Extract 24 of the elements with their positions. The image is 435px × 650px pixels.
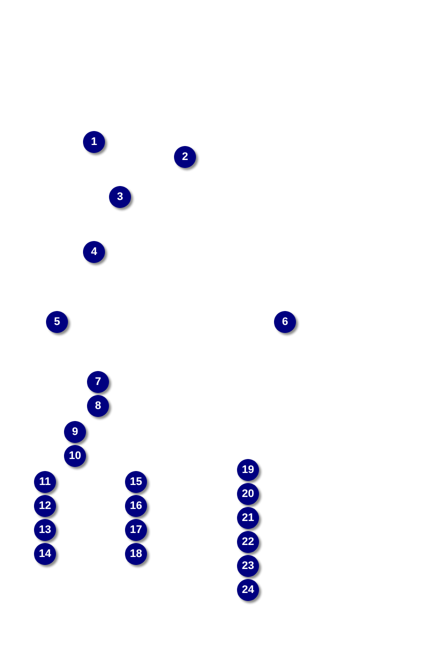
callout-number: 21 [237,507,259,529]
callout-number: 1 [83,131,105,153]
callout-number: 11 [34,471,56,493]
callout-number: 3 [109,186,131,208]
callout-number: 20 [237,483,259,505]
callout-number: 15 [125,471,147,493]
callout-number: 24 [237,579,259,601]
callout-number: 4 [83,241,105,263]
callout-number: 22 [237,531,259,553]
callout-number: 9 [64,421,86,443]
callout-number: 8 [87,395,109,417]
callout-number: 19 [237,459,259,481]
callout-number: 23 [237,555,259,577]
callout-number: 16 [125,495,147,517]
callout-number: 17 [125,519,147,541]
callout-number: 14 [34,543,56,565]
callout-number: 6 [274,311,296,333]
callout-number: 18 [125,543,147,565]
callout-number: 2 [174,146,196,168]
callout-number: 12 [34,495,56,517]
callout-number: 10 [64,445,86,467]
callout-number: 13 [34,519,56,541]
callout-number: 7 [87,371,109,393]
callout-number: 5 [46,311,68,333]
